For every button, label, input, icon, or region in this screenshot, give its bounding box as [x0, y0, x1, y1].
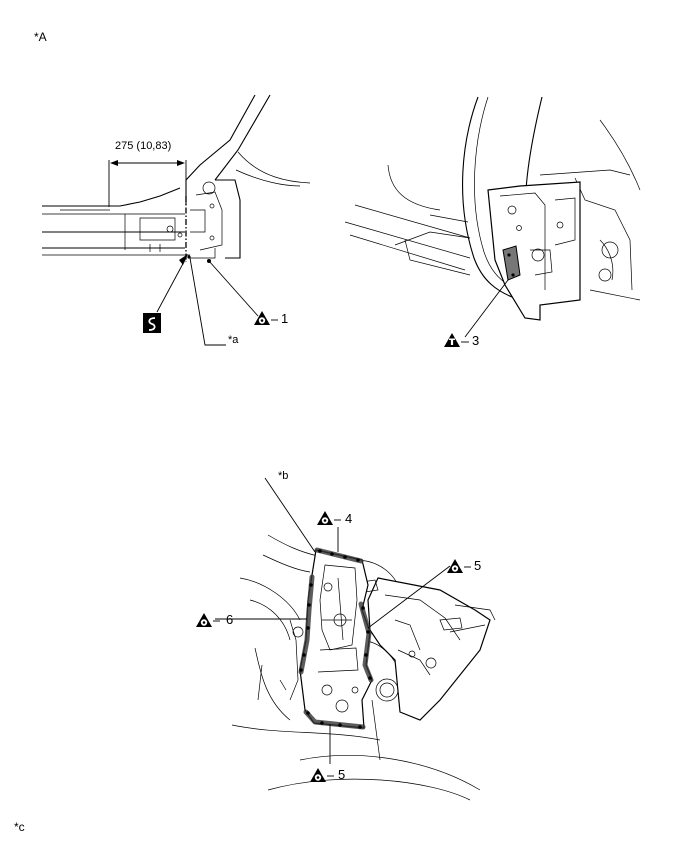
callout-number-4: 4: [345, 511, 353, 526]
brazing-triangle-icon: [444, 333, 460, 347]
callout-number-1: 1: [281, 311, 289, 326]
view-label-a: *A: [34, 30, 47, 44]
cut-location-diagram: [42, 94, 311, 346]
spot-weld-triangle-icon: [196, 613, 212, 627]
dimension-label: 275 (10,83): [115, 140, 172, 152]
spot-weld-triangle-icon: [254, 311, 270, 325]
callout-number-6: 6: [226, 612, 234, 627]
saw-cut-square-icon: [143, 313, 161, 333]
callout-number-5-bottom: 5: [338, 767, 346, 782]
spot-weld-triangle-icon: [317, 511, 333, 525]
callout-c-label: *c: [14, 820, 25, 834]
brazing-location-diagram: [344, 96, 641, 338]
callout-b-label: *b: [278, 470, 289, 482]
callout-a-label: *a: [228, 334, 239, 346]
spot-weld-triangle-icon: [310, 768, 326, 782]
callout-number-5-top: 5: [474, 558, 482, 573]
callout-number-3: 3: [472, 333, 480, 348]
panel-replacement-diagram: [215, 477, 496, 801]
